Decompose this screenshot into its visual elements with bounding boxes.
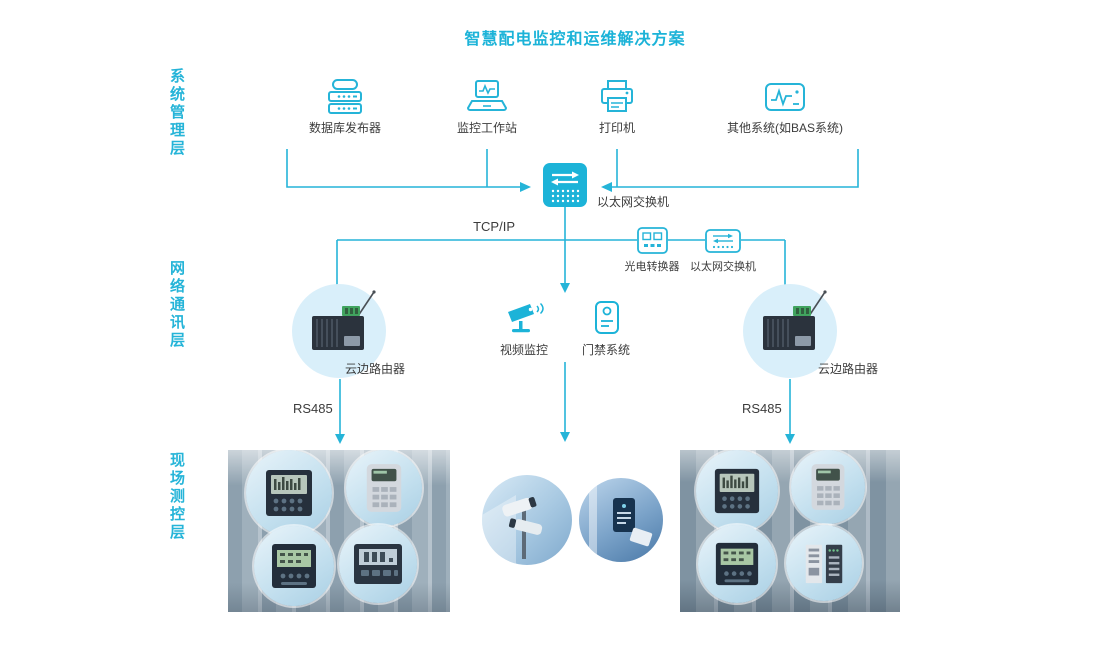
device-bas-system: [761, 80, 809, 123]
device-printer: [595, 78, 639, 123]
core-ethernet-switch: [543, 163, 587, 212]
optical-converter: [637, 227, 668, 259]
meter-photo: [246, 450, 332, 536]
meter-photo: [698, 525, 776, 603]
device-monitor-workstation: [463, 78, 511, 123]
access-control-device: [592, 300, 622, 341]
left-bus-label: RS485: [293, 401, 333, 416]
digital-meter-icon: [354, 544, 402, 584]
video-surveillance-device: [504, 300, 546, 341]
layer-label-field: 现场测控层: [168, 452, 185, 542]
core-switch-label: 以太网交换机: [597, 195, 670, 209]
access-control-photo: [579, 478, 663, 562]
device-label-bas: 其他系统(如BAS系统): [726, 121, 843, 135]
video-surveillance-label: 视频监控: [499, 343, 548, 357]
left-router-circle: [292, 284, 386, 378]
layer-label-network: 网络通讯层: [168, 260, 185, 350]
meter-photo: [346, 450, 422, 526]
meter-photo: [254, 526, 334, 606]
access-card-icon: [595, 301, 619, 334]
edge-router-icon: [312, 290, 376, 350]
layer-label-system: 系统管理层: [168, 68, 185, 158]
meter-photo: [791, 450, 865, 524]
left-field-photo: [228, 450, 450, 612]
device-label-database: 数据库发布器: [308, 121, 381, 135]
converter-label: 光电转换器: [624, 261, 680, 273]
monitor-workstation-icon: [466, 80, 508, 111]
access-control-label: 门禁系统: [581, 343, 630, 357]
cctv-camera-icon: [508, 302, 544, 333]
ethernet-switch-small-icon: [705, 229, 741, 253]
keypad-controller-icon: [811, 464, 845, 510]
printer-icon: [601, 80, 633, 112]
left-router-label: 云边路由器: [345, 362, 406, 376]
cctv-photo-icon: [482, 495, 543, 565]
power-meter-icon: [714, 468, 760, 514]
keypad-controller-icon: [366, 464, 402, 512]
right-bus-label: RS485: [742, 401, 782, 416]
dot-matrix-meter-icon: [272, 544, 316, 588]
cabinet-photo: [786, 525, 862, 601]
secondary-ethernet-switch: [705, 229, 741, 258]
right-router-circle: [743, 284, 837, 378]
meter-photo: [339, 525, 417, 603]
ethernet-switch-icon: [543, 163, 587, 207]
right-router-label: 云边路由器: [818, 362, 879, 376]
dot-matrix-meter-icon: [715, 542, 759, 586]
optical-converter-icon: [637, 227, 668, 254]
door-reader-photo-icon: [589, 482, 653, 558]
meter-photo: [696, 450, 778, 532]
control-cabinets-icon: [805, 544, 843, 584]
right-field-photo: [680, 450, 900, 612]
device-label-workstation: 监控工作站: [456, 121, 517, 135]
bas-system-icon: [765, 83, 805, 111]
edge-router-icon: [763, 290, 827, 350]
database-server-icon: [328, 79, 362, 114]
protocol-label: TCP/IP: [473, 219, 515, 234]
page-title: 智慧配电监控和运维解决方案: [464, 31, 686, 48]
secondary-switch-label: 以太网交换机: [690, 261, 756, 273]
cctv-photo: [482, 475, 572, 565]
device-database-publisher: [321, 78, 369, 123]
power-meter-icon: [266, 470, 312, 516]
device-label-printer: 打印机: [598, 121, 635, 135]
